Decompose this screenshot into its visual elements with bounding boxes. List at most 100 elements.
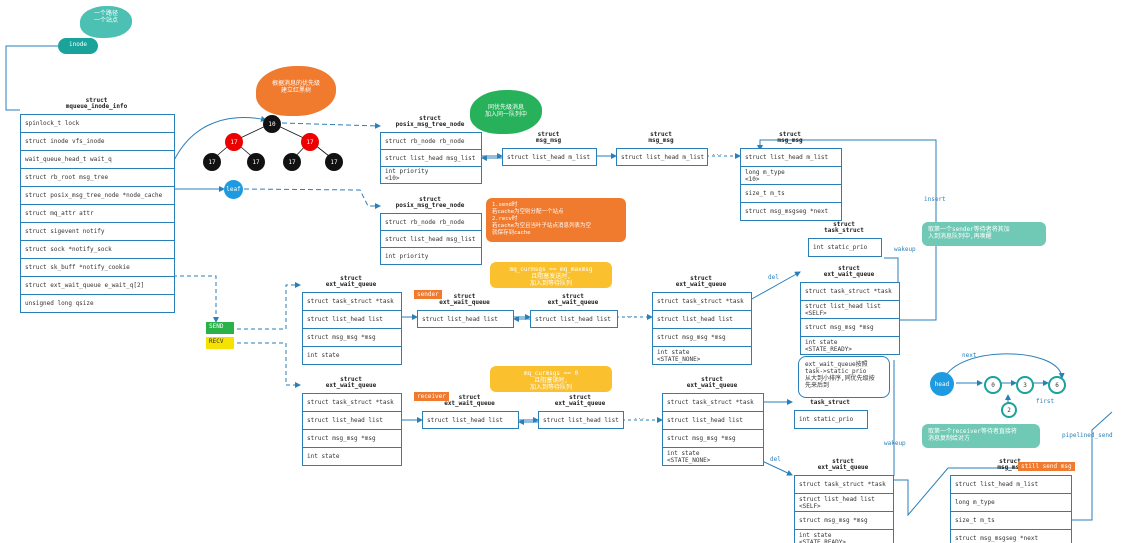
struct-field: struct task_struct *task <box>795 476 893 494</box>
note-one-path: 一个路径 一个站点 <box>80 6 132 38</box>
struct-field: struct mq_attr attr <box>21 205 174 223</box>
struct-field: struct task_struct *task <box>303 293 401 311</box>
struct-msg-msg: struct list_head m_list <box>502 148 597 166</box>
struct-field: struct list_head list <box>427 416 503 424</box>
struct-title: struct ext_wait_queue <box>823 265 875 278</box>
label-ellipsis: ... <box>634 414 645 421</box>
struct-field: struct msg_msg *msg <box>795 512 893 530</box>
note-node-cache: 1.send时 若cache为空则分配一个站点 2.recv时 若cache为空… <box>486 198 626 242</box>
struct-field: unsigned long qsize <box>25 300 94 307</box>
struct-field: struct msg_msg *msg <box>663 430 763 448</box>
struct-title: struct ext_wait_queue <box>325 376 377 389</box>
struct-field: struct sigevent notify <box>21 223 174 241</box>
struct-ext-wait-queue: struct list_head list <box>530 310 618 328</box>
note-same-prio: 同优先级消息 加入同一队列中 <box>470 90 542 134</box>
struct-msg-msg: struct list_head m_list <box>616 148 708 166</box>
sender-tag: sender <box>414 290 442 299</box>
label-first: first <box>1036 398 1055 405</box>
struct-field: size_t m_ts <box>951 512 1071 530</box>
note-sender-wake: 取第一个sender等待者将其加 入到消息队列中,再唤醒 <box>922 222 1046 246</box>
struct-field: struct inode vfs_inode <box>21 133 174 151</box>
struct-task-struct: int static_prio <box>794 410 868 429</box>
struct-field: struct rb_node rb_node <box>381 214 481 231</box>
struct-field: struct msg_msg *msg <box>801 319 899 337</box>
struct-field: struct list_head msg_list <box>381 150 481 167</box>
struct-title: struct msg_msg <box>648 131 674 144</box>
tree-node-black: 17 <box>283 153 301 171</box>
struct-field: struct list_head list <box>535 315 611 323</box>
struct-title: struct ext_wait_queue <box>817 458 869 471</box>
struct-field: struct sock *notify_sock <box>21 241 174 259</box>
struct-field: struct list_head list <SELF> <box>795 494 893 512</box>
struct-field: spinlock_t lock <box>21 115 174 133</box>
struct-title: struct ext_wait_queue <box>675 275 727 288</box>
struct-field: struct msg_msg *msg <box>653 329 751 347</box>
struct-field: struct list_head list <box>653 311 751 329</box>
plist-node: 6 <box>1048 376 1066 394</box>
struct-title: struct posix_msg_tree_node <box>395 115 465 128</box>
struct-field: struct list_head msg_list <box>381 231 481 248</box>
struct-field: int state <STATE_READY> <box>799 531 846 543</box>
send-tag: SEND <box>206 322 234 334</box>
struct-title: struct task_struct <box>824 221 864 234</box>
note-rbtree: 根据消息的优先级 建立红黑树 <box>256 66 336 116</box>
tree-node-black: 17 <box>247 153 265 171</box>
struct-title: struct msg_msg <box>535 131 562 144</box>
struct-field: int priority <box>385 252 429 260</box>
tree-node-black: 17 <box>203 153 221 171</box>
struct-field: struct posix_msg_tree_node *node_cache <box>21 187 174 205</box>
struct-field: struct list_head m_list <box>951 476 1071 494</box>
struct-field: struct task_struct *task <box>663 394 763 412</box>
struct-field: size_t m_ts <box>741 185 841 203</box>
struct-field: struct list_head list <box>303 311 401 329</box>
struct-title: struct mqueue_inode_info <box>65 97 128 110</box>
tree-node-red: 17 <box>301 133 319 151</box>
plist-node: 0 <box>984 376 1002 394</box>
struct-field: int state <STATE_NONE> <box>657 348 701 363</box>
struct-title: struct ext_wait_queue <box>686 376 738 389</box>
label-next: next <box>962 352 977 359</box>
label-pipelined-send: pipelined_send <box>1062 432 1113 439</box>
struct-field: struct msg_msgseg *next <box>745 208 829 215</box>
label-wakeup: wakeup <box>894 246 916 253</box>
receiver-tag: receiver <box>414 392 449 401</box>
struct-field: struct ext_wait_queue e_wait_q[2] <box>21 277 174 295</box>
struct-field: struct task_struct *task <box>653 293 751 311</box>
struct-field: wait_queue_head_t wait_q <box>21 151 174 169</box>
label-del: del <box>770 456 781 463</box>
note-priority-order: ext_wait_queue按照 task->static_prio 从大到小排… <box>798 356 890 398</box>
struct-title: struct posix_msg_tree_node <box>395 196 465 209</box>
struct-field: struct list_head list <box>422 315 498 323</box>
struct-task-struct: int static_prio <box>808 238 882 257</box>
recv-tag: RECV <box>206 337 234 349</box>
inode-badge: inode <box>58 38 98 54</box>
note-receiver-wake: 取第一个receiver等待者直接将 消息复制给对方 <box>922 424 1040 448</box>
struct-title: struct ext_wait_queue <box>554 394 606 407</box>
inode-link <box>5 45 62 111</box>
struct-field: long m_type <box>951 494 1071 512</box>
struct-title: struct ext_wait_queue <box>444 394 495 407</box>
struct-field: struct list_head m_list <box>621 153 705 161</box>
note-send-wait: mq_curmsgs == mq_maxmsg 且阻塞发送时, 加入到等待队列 <box>490 262 612 288</box>
struct-field: int state <box>307 352 340 359</box>
struct-field: struct rb_root msg_tree <box>21 169 174 187</box>
note-recv-wait: mq_curmsgs == 0 且阻塞读时, 加入到等待队列 <box>490 366 612 392</box>
struct-field: int state <box>307 453 340 460</box>
struct-title: struct msg_msg <box>777 131 803 144</box>
struct-field: struct list_head list <box>543 416 619 424</box>
label-wakeup: wakeup <box>884 440 906 447</box>
plist-head-node: head <box>930 372 954 396</box>
tree-node-root: 10 <box>263 115 281 133</box>
struct-title: struct ext_wait_queue <box>325 275 377 288</box>
struct-field: struct rb_node rb_node <box>381 133 481 150</box>
struct-title: struct ext_wait_queue <box>547 293 599 306</box>
label-insert: insert <box>924 196 946 203</box>
tree-node-red: 17 <box>225 133 243 151</box>
